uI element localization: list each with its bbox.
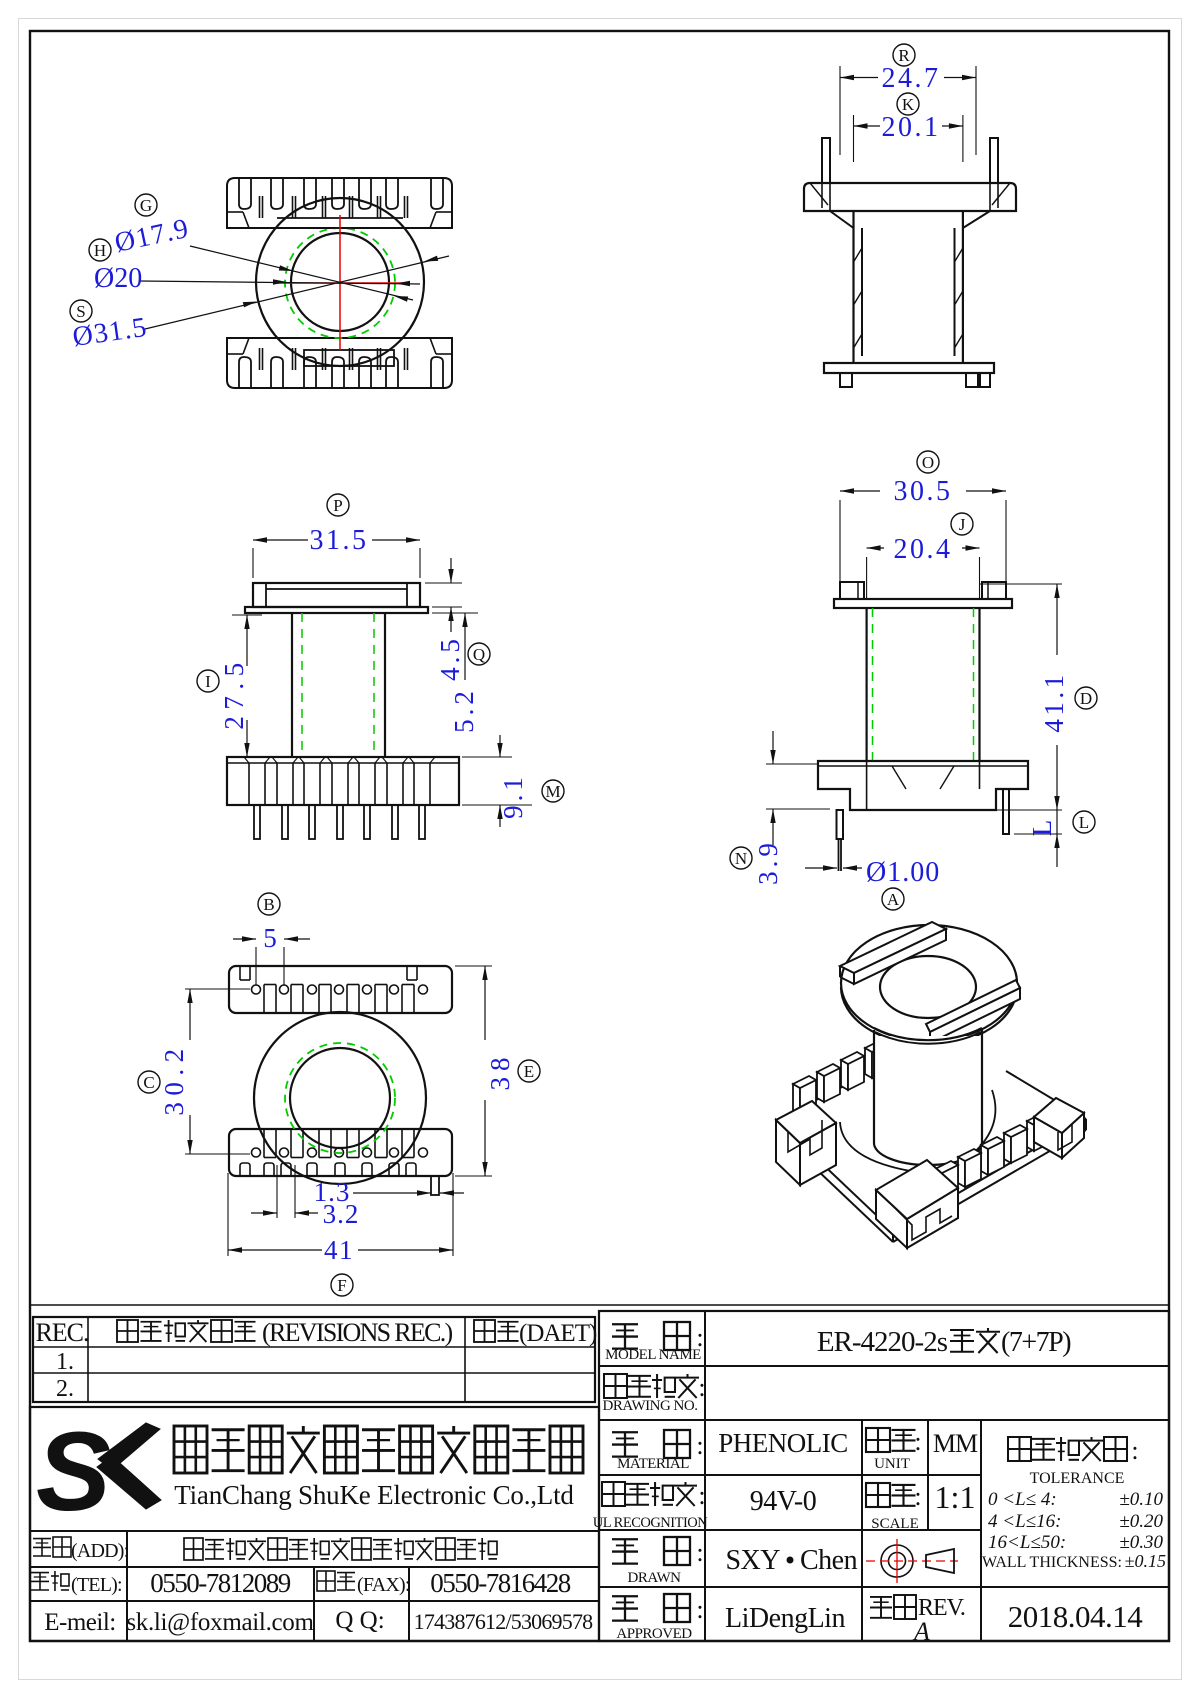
svg-text:PHENOLIC: PHENOLIC xyxy=(718,1428,848,1458)
svg-text:ER-4220-2s: ER-4220-2s xyxy=(817,1326,948,1358)
svg-text::: : xyxy=(914,1427,921,1456)
svg-text:Chen: Chen xyxy=(800,1545,858,1576)
svg-text:Ø17.9: Ø17.9 xyxy=(112,213,192,259)
svg-text:38: 38 xyxy=(485,1052,515,1091)
svg-text:4.5: 4.5 xyxy=(435,635,465,681)
svg-text:LiDengLin: LiDengLin xyxy=(725,1603,845,1634)
svg-text:20.4: 20.4 xyxy=(894,534,953,565)
svg-text:±0.15: ±0.15 xyxy=(1125,1551,1166,1571)
svg-text:L: L xyxy=(1027,820,1057,837)
svg-text:UL RECOGNITION: UL RECOGNITION xyxy=(593,1515,709,1531)
svg-text:174387612/53069578: 174387612/53069578 xyxy=(414,1609,594,1634)
svg-text:K: K xyxy=(902,95,915,114)
svg-text:MODEL NAME: MODEL NAME xyxy=(605,1347,701,1363)
svg-text:R: R xyxy=(898,46,910,65)
svg-text:H: H xyxy=(94,241,106,260)
svg-text:TianChang ShuKe Electronic Co.: TianChang ShuKe Electronic Co.,Ltd xyxy=(174,1480,574,1510)
svg-text:(TEL):: (TEL): xyxy=(71,1574,122,1596)
svg-text:0550-7812089: 0550-7812089 xyxy=(150,1568,290,1598)
svg-text:41.1: 41.1 xyxy=(1039,671,1069,732)
svg-text::: : xyxy=(1131,1436,1138,1465)
svg-text:3.2: 3.2 xyxy=(323,1199,360,1229)
svg-text:30.5: 30.5 xyxy=(894,476,953,507)
svg-text:5.2: 5.2 xyxy=(449,687,479,733)
svg-text:Ø1.00: Ø1.00 xyxy=(866,857,940,888)
svg-text:E: E xyxy=(524,1062,534,1081)
svg-text:F: F xyxy=(337,1276,346,1295)
svg-text:27.5: 27.5 xyxy=(219,656,249,729)
svg-text:Q Q:: Q Q: xyxy=(335,1607,384,1634)
svg-text:REV.: REV. xyxy=(918,1595,965,1621)
svg-text:2.: 2. xyxy=(56,1376,74,1402)
svg-text:(DAET): (DAET) xyxy=(519,1320,597,1347)
svg-text::: : xyxy=(698,1481,705,1510)
svg-text:SXY: SXY xyxy=(725,1545,780,1576)
svg-text:M: M xyxy=(545,782,560,801)
svg-text:20.1: 20.1 xyxy=(882,112,941,143)
svg-text:A: A xyxy=(912,1617,930,1646)
svg-text:DRAWN: DRAWN xyxy=(628,1570,682,1586)
svg-text:24.7: 24.7 xyxy=(882,63,941,94)
svg-text:J: J xyxy=(959,515,966,534)
svg-text:TOLERANCE: TOLERANCE xyxy=(1030,1470,1125,1487)
svg-text:I: I xyxy=(205,672,211,691)
svg-text:Ø20: Ø20 xyxy=(94,263,142,294)
svg-text:(7+7P): (7+7P) xyxy=(1001,1327,1071,1358)
svg-text:94V-0: 94V-0 xyxy=(750,1486,816,1517)
svg-text::: : xyxy=(698,1373,705,1402)
svg-text:3.9: 3.9 xyxy=(753,839,783,885)
svg-text:±0.20: ±0.20 xyxy=(1119,1511,1163,1532)
svg-text:UNIT: UNIT xyxy=(874,1456,910,1472)
svg-text:(ADD):: (ADD): xyxy=(71,1540,128,1562)
svg-text:5: 5 xyxy=(263,923,277,953)
svg-text:B: B xyxy=(263,895,274,914)
svg-text:2018.04.14: 2018.04.14 xyxy=(1008,1599,1144,1634)
svg-text:1:1: 1:1 xyxy=(935,1479,976,1515)
svg-text:E-meil:: E-meil: xyxy=(44,1609,115,1636)
svg-text:N: N xyxy=(735,849,747,868)
svg-text:9.1: 9.1 xyxy=(498,773,528,819)
svg-text:S: S xyxy=(36,1409,111,1534)
svg-text:1.: 1. xyxy=(56,1349,74,1375)
svg-text:REC.: REC. xyxy=(35,1318,88,1347)
svg-text:D: D xyxy=(1080,689,1092,708)
svg-text:16<L≤50:: 16<L≤50: xyxy=(988,1532,1066,1553)
svg-text:41: 41 xyxy=(324,1235,354,1265)
svg-text:Q: Q xyxy=(473,645,485,664)
svg-text::: : xyxy=(696,1431,703,1460)
svg-text:(FAX):: (FAX): xyxy=(357,1574,410,1596)
svg-text::: : xyxy=(696,1595,703,1624)
svg-text:0 <L≤ 4:: 0 <L≤ 4: xyxy=(988,1489,1057,1510)
svg-text:MATERIAL: MATERIAL xyxy=(617,1456,689,1472)
svg-text::: : xyxy=(914,1482,921,1511)
svg-text:L: L xyxy=(1079,813,1089,832)
svg-text:P: P xyxy=(333,496,342,515)
svg-text:0550-7816428: 0550-7816428 xyxy=(430,1568,570,1598)
svg-text:MM: MM xyxy=(933,1429,978,1458)
svg-text:APPROVED: APPROVED xyxy=(616,1626,692,1642)
svg-text:4 <L≤16:: 4 <L≤16: xyxy=(988,1511,1061,1532)
svg-text:1.3: 1.3 xyxy=(314,1177,351,1207)
svg-text:O: O xyxy=(922,453,934,472)
svg-text:(REVISIONS REC.): (REVISIONS REC.) xyxy=(262,1318,453,1347)
svg-text:C: C xyxy=(143,1073,154,1092)
svg-text::: : xyxy=(696,1323,703,1352)
svg-text:A: A xyxy=(887,890,900,909)
svg-text:G: G xyxy=(140,196,152,215)
svg-text:±0.30: ±0.30 xyxy=(1119,1532,1163,1553)
svg-text:±0.10: ±0.10 xyxy=(1119,1489,1163,1510)
svg-text:31.5: 31.5 xyxy=(310,525,369,556)
svg-text:WALL THICKNESS:: WALL THICKNESS: xyxy=(982,1554,1122,1571)
svg-text:SCALE: SCALE xyxy=(871,1516,919,1532)
svg-text::: : xyxy=(696,1538,703,1567)
svg-text:sk.li@foxmail.com: sk.li@foxmail.com xyxy=(126,1609,314,1636)
svg-text:S: S xyxy=(76,302,85,321)
svg-text:30.2: 30.2 xyxy=(159,1042,189,1115)
svg-text:DRAWING NO.: DRAWING NO. xyxy=(603,1398,698,1414)
